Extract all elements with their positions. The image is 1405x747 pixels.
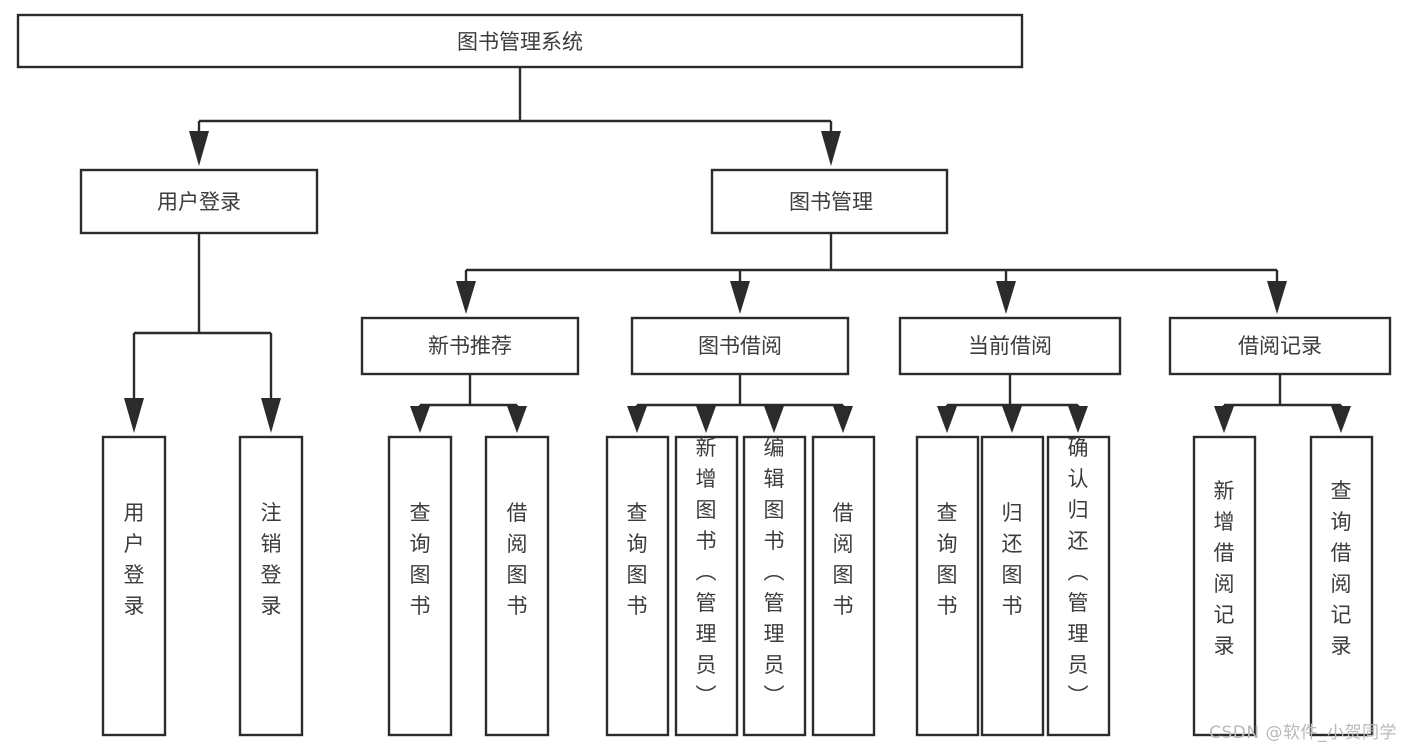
node-root-label: 图书管理系统: [457, 30, 583, 54]
node-leaf-edit-book-admin-label: 编辑图书︵管理员︶: [764, 436, 785, 708]
node-root-box[interactable]: [16, 13, 1024, 69]
node-current-borrow-box[interactable]: [898, 316, 1122, 376]
node-borrow-record[interactable]: 借阅记录: [1168, 316, 1392, 376]
node-leaf-return-book-box[interactable]: [980, 435, 1045, 737]
node-current-borrow[interactable]: 当前借阅: [898, 316, 1122, 376]
node-leaf-query-book-borrow-box[interactable]: [605, 435, 670, 737]
node-borrow-record-label: 借阅记录: [1238, 334, 1322, 358]
node-leaf-borrow-book-box[interactable]: [811, 435, 876, 737]
arrow-head-new-book-rec: [456, 281, 476, 314]
node-leaf-query-book-borrow-label: 查询图书: [627, 501, 648, 618]
node-new-book-rec[interactable]: 新书推荐: [360, 316, 580, 376]
arrow-head-leaf-add-book-admin: [696, 406, 716, 433]
arrow-head-leaf-edit-book-admin: [764, 406, 784, 433]
node-leaf-user-logout[interactable]: 注销登录: [238, 435, 304, 737]
node-leaf-query-book-rec[interactable]: 查询图书: [387, 435, 453, 737]
node-leaf-query-book-rec-label: 查询图书: [410, 501, 431, 618]
node-leaf-edit-book-admin-box[interactable]: [742, 435, 807, 737]
node-leaf-return-book-label: 归还图书: [1002, 501, 1023, 618]
node-leaf-user-logout-box[interactable]: [238, 435, 304, 737]
node-leaf-add-borrow-record-box[interactable]: [1192, 435, 1257, 737]
node-leaf-confirm-return-admin-box[interactable]: [1046, 435, 1111, 737]
arrow-head-leaf-borrow-book: [833, 406, 853, 433]
node-book-borrow-label: 图书借阅: [698, 334, 782, 358]
arrow-head-leaf-borrow-book-rec: [507, 406, 527, 433]
node-leaf-add-book-admin[interactable]: 新增图书︵管理员︶: [674, 435, 739, 737]
node-book-manage[interactable]: 图书管理: [710, 168, 949, 235]
node-leaf-borrow-book-rec-box[interactable]: [484, 435, 550, 737]
arrow-head-leaf-confirm-return-admin: [1068, 406, 1088, 433]
node-leaf-add-borrow-record-label: 新增借阅记录: [1214, 479, 1235, 658]
node-book-borrow[interactable]: 图书借阅: [630, 316, 850, 376]
node-new-book-rec-label: 新书推荐: [428, 334, 512, 358]
node-user-login-box[interactable]: [79, 168, 319, 235]
connector-layer: [124, 67, 1351, 433]
arrow-head-current-borrow: [996, 281, 1016, 314]
node-leaf-add-book-admin-box[interactable]: [674, 435, 739, 737]
arrow-head-leaf-user-login: [124, 398, 144, 433]
node-leaf-query-book-rec-box[interactable]: [387, 435, 453, 737]
node-leaf-user-logout-label: 注销登录: [261, 501, 282, 618]
node-leaf-user-login-label: 用户登录: [124, 501, 145, 618]
node-leaf-query-book-cur-label: 查询图书: [937, 501, 958, 618]
arrow-head-leaf-add-borrow-record: [1214, 406, 1234, 433]
node-leaf-confirm-return-admin[interactable]: 确认归还︵管理员︶: [1046, 435, 1111, 737]
node-leaf-edit-book-admin[interactable]: 编辑图书︵管理员︶: [742, 435, 807, 737]
node-leaf-confirm-return-admin-label: 确认归还︵管理员︶: [1068, 436, 1089, 708]
leaf-node-layer: 用户登录 注销登录 查询图书 借阅图书 查询图书 新增图书︵管理员︶: [101, 435, 1374, 737]
node-leaf-return-book[interactable]: 归还图书: [980, 435, 1045, 737]
node-leaf-add-borrow-record[interactable]: 新增借阅记录: [1192, 435, 1257, 737]
node-leaf-query-book-cur[interactable]: 查询图书: [915, 435, 980, 737]
node-leaf-query-book-borrow[interactable]: 查询图书: [605, 435, 670, 737]
arrow-head-borrow-record: [1267, 281, 1287, 314]
node-leaf-query-borrow-record[interactable]: 查询借阅记录: [1309, 435, 1374, 737]
node-book-manage-box[interactable]: [710, 168, 949, 235]
node-leaf-user-login[interactable]: 用户登录: [101, 435, 167, 737]
arrow-head-leaf-return-book: [1002, 406, 1022, 433]
node-book-borrow-box[interactable]: [630, 316, 850, 376]
node-leaf-query-borrow-record-label: 查询借阅记录: [1331, 479, 1352, 658]
node-user-login[interactable]: 用户登录: [79, 168, 319, 235]
arrow-head-leaf-query-book-cur: [937, 406, 957, 433]
node-leaf-borrow-book-label: 借阅图书: [833, 501, 854, 618]
arrow-head-book-manage: [821, 131, 841, 166]
node-leaf-borrow-book-rec-label: 借阅图书: [507, 501, 528, 618]
arrow-head-leaf-user-logout: [261, 398, 281, 433]
node-book-manage-label: 图书管理: [789, 190, 873, 214]
node-leaf-query-borrow-record-box[interactable]: [1309, 435, 1374, 737]
node-leaf-borrow-book[interactable]: 借阅图书: [811, 435, 876, 737]
node-leaf-borrow-book-rec[interactable]: 借阅图书: [484, 435, 550, 737]
node-user-login-label: 用户登录: [157, 190, 241, 214]
arrow-head-leaf-query-borrow-record: [1331, 406, 1351, 433]
node-current-borrow-label: 当前借阅: [968, 334, 1052, 358]
arrow-head-leaf-query-book-borrow: [627, 406, 647, 433]
node-new-book-rec-box[interactable]: [360, 316, 580, 376]
node-borrow-record-box[interactable]: [1168, 316, 1392, 376]
node-leaf-user-login-box[interactable]: [101, 435, 167, 737]
arrow-head-book-borrow: [730, 281, 750, 314]
node-leaf-add-book-admin-label: 新增图书︵管理员︶: [696, 436, 717, 708]
node-root[interactable]: 图书管理系统: [16, 13, 1024, 69]
arrow-head-user-login: [189, 131, 209, 166]
arrow-head-leaf-query-book-rec: [410, 406, 430, 433]
node-leaf-query-book-cur-box[interactable]: [915, 435, 980, 737]
